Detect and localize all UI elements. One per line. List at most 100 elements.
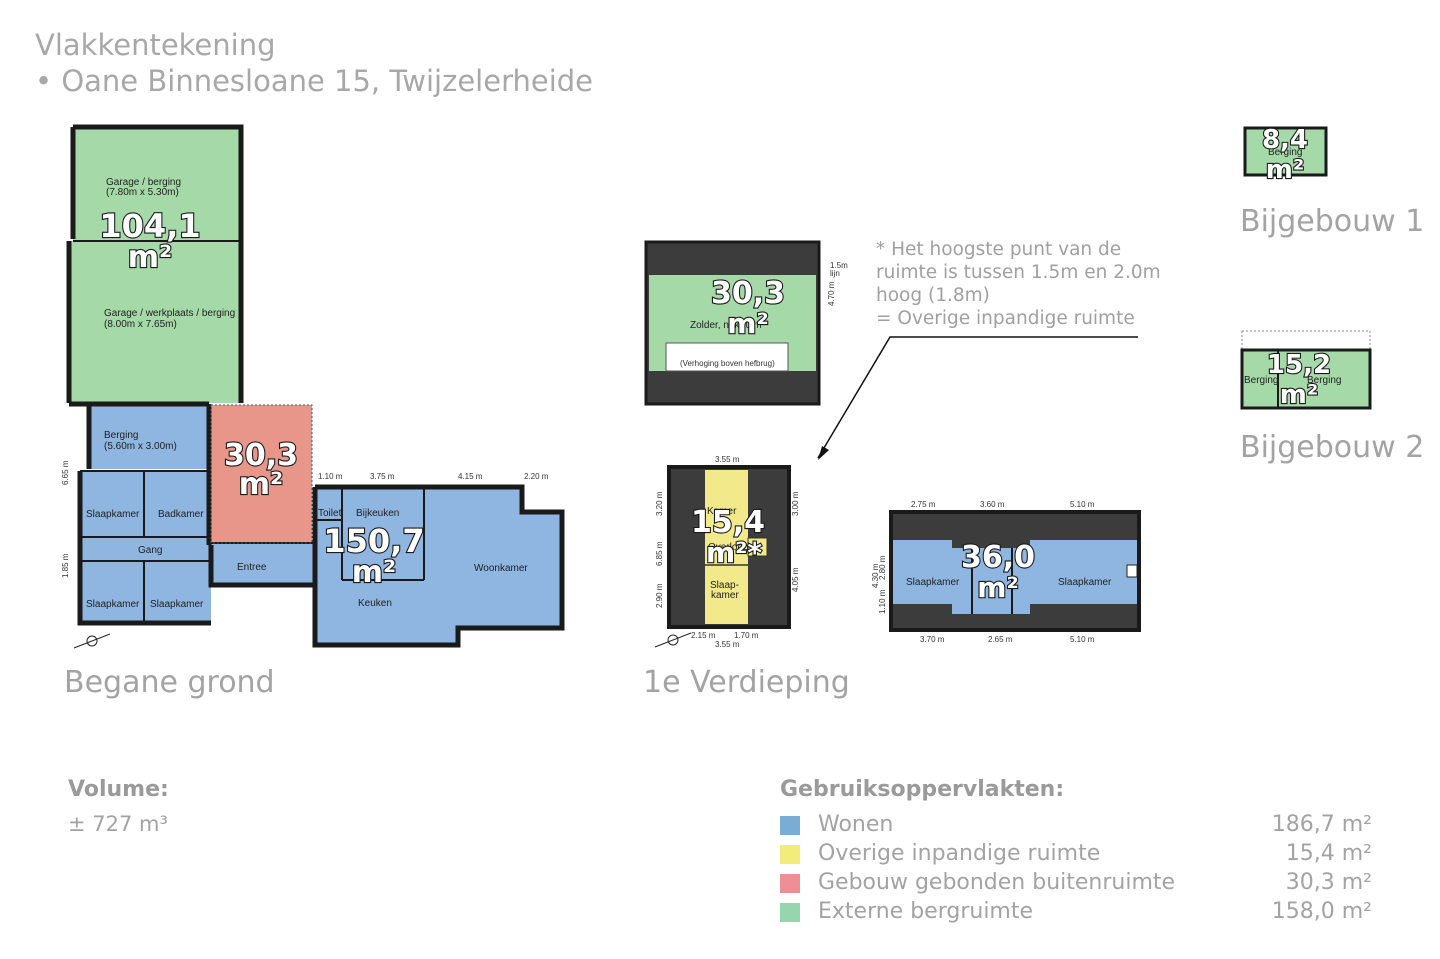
room-label-woonkamer: Woonkamer [474, 563, 528, 574]
first-dim-left-215: 2.15 m [691, 631, 716, 640]
floor-label-first: 1e Verdieping [643, 665, 850, 700]
room-label-zolder: Zolder, nok ruim [690, 320, 762, 331]
area-annex1-value: 8,4 [1262, 125, 1308, 155]
first-dim-left-320: 3.20 m [655, 491, 664, 516]
height-note: * Het hoogste punt van de ruimte is tuss… [876, 238, 1161, 330]
first-dim-zolder-lijn: lijn [830, 269, 840, 278]
area-overig-value: 15,4 [691, 505, 765, 540]
area-right-value: 36,0 [961, 540, 1035, 575]
first-dim-left-290: 2.90 m [655, 583, 664, 608]
legend-item-extern: Externe bergruimte 158,0 m² [780, 899, 1372, 925]
room-label-slaapkamer-3: Slaapkamer [150, 599, 204, 610]
legend-swatch-overig [780, 845, 800, 864]
annex1-plan [1243, 126, 1328, 177]
area-right-unit: m² [977, 571, 1018, 604]
ground-dim-2: 3.75 m [370, 472, 395, 481]
first-dim-right-510b: 5.10 m [1070, 635, 1095, 644]
garage-berging-room [73, 127, 241, 241]
room-label-werkplaats: Garage / werkplaats / berging [104, 308, 235, 319]
legend-item-buiten: Gebouw gebonden buitenruimte 30,3 m² [780, 870, 1372, 896]
ground-dim-5: 6.65 m [61, 460, 70, 485]
room-dim-werkplaats: (8.00m x 7.65m) [104, 319, 177, 330]
note-line-2: ruimte is tussen 1.5m en 2.0m [876, 262, 1161, 283]
room-label-annex2-a: Berging [1244, 375, 1278, 386]
room-label-badkamer: Badkamer [158, 509, 204, 520]
legend-label: Gebouw gebonden buitenruimte [818, 870, 1176, 895]
compass-needle [73, 633, 111, 649]
room-dim-berging: (5.60m x 3.00m) [104, 441, 177, 452]
ground-walls [66, 124, 565, 648]
overkapping-room [211, 405, 312, 543]
room-label-entree: Entree [237, 562, 267, 573]
legend-item-overig: Overige inpandige ruimte 15,4 m² [780, 841, 1372, 867]
room-label-bijkeuken: Bijkeuken [356, 508, 399, 519]
first-dim-right-510a: 5.10 m [1070, 500, 1095, 509]
note-arrow [817, 336, 1138, 459]
area-garage-value: 104,1 [99, 207, 200, 245]
legend-value: 186,7 m² [1271, 812, 1372, 837]
first-dim-right-430: 4.30 m [871, 563, 880, 588]
room-label-slaapkamer-r2: Slaapkamer [1058, 577, 1112, 588]
legend-swatch-extern [780, 903, 800, 922]
page-title: Vlakkentekening [35, 28, 276, 62]
note-arrow-head [818, 446, 829, 460]
room-label-verhoging: (Verhoging boven hefbrug) [680, 359, 775, 368]
area-zolder-value: 30,3 [711, 276, 785, 311]
room-label-kamer: Kamer [707, 506, 737, 517]
area-overig-unit: m²* [706, 536, 762, 569]
berging-room [89, 405, 209, 469]
legend-swatch-wonen [780, 816, 800, 835]
area-living-unit: m² [352, 555, 396, 590]
first-dim-left-bottom: 3.55 m [715, 640, 740, 649]
first-floor-left-plan [667, 465, 791, 629]
room-label-slaapkamer-2: Slaapkamer [86, 599, 140, 610]
ground-dim-1: 1.10 m [318, 472, 343, 481]
first-dim-zolder-15m: 1.5m [830, 261, 848, 270]
legend-item-wonen: Wonen 186,7 m² [780, 812, 1372, 838]
first-dim-right-280: 2.80 m [878, 555, 887, 580]
room-dim-garage: (7.80m x 5.30m) [106, 187, 179, 198]
area-garage-unit: m² [128, 240, 172, 275]
room-label-slaapkamer-1: Slaapkamer [86, 509, 140, 520]
room-label-annex1: Berging [1268, 147, 1302, 158]
room-label-toilet: Toilet [318, 508, 342, 519]
room-label-annex2-b: Berging [1307, 375, 1341, 386]
legend-swatch-buiten [780, 874, 800, 893]
compass-needle-2 [654, 632, 692, 648]
note-line-1: * Het hoogste punt van de [876, 239, 1122, 260]
legend-value: 15,4 m² [1285, 841, 1372, 866]
annex2-plan [1240, 330, 1372, 410]
first-dim-right-265: 2.65 m [988, 635, 1013, 644]
legend-label: Overige inpandige ruimte [818, 841, 1101, 866]
overkapping-outline [210, 404, 313, 544]
room-label-gang: Gang [138, 545, 162, 556]
ground-dim-3: 4.15 m [458, 472, 483, 481]
legend-value: 30,3 m² [1285, 870, 1372, 895]
area-annex2-value: 15,2 [1267, 350, 1331, 380]
garage-werkplaats-room [69, 241, 241, 403]
zolder-plan [644, 240, 821, 406]
room-label-slaap: Slaap- [710, 580, 739, 591]
address-subtitle: • Oane Binnesloane 15, Twijzelerheide [35, 64, 594, 98]
first-dim-left-405: 4.05 m [791, 567, 800, 592]
first-dim-left-685: 6.85 m [655, 541, 664, 566]
first-dim-right-275: 2.75 m [911, 500, 936, 509]
floor-label-annex2: Bijgebouw 2 [1240, 430, 1425, 465]
first-dim-right-110: 1.10 m [878, 589, 887, 614]
ground-dim-4: 2.20 m [524, 472, 549, 481]
first-floor-right-plan [889, 510, 1141, 632]
first-dim-left-top: 3.55 m [715, 455, 740, 464]
note-line-4: = Overige inpandige ruimte [876, 308, 1135, 329]
room-label-overloop: Overloop [708, 542, 749, 553]
first-dim-right-370: 3.70 m [920, 635, 945, 644]
ground-floor-plan [66, 124, 565, 649]
first-dim-right-360: 3.60 m [980, 500, 1005, 509]
area-zolder-unit: m² [727, 307, 768, 340]
legend-label: Wonen [818, 812, 894, 837]
area-annex2-unit: m² [1280, 380, 1318, 410]
area-living-value: 150,7 [323, 522, 424, 560]
legend-value: 158,0 m² [1271, 899, 1372, 924]
note-line-3: hoog (1.8m) [876, 285, 990, 306]
room-label-kamer2: kamer [711, 590, 739, 601]
